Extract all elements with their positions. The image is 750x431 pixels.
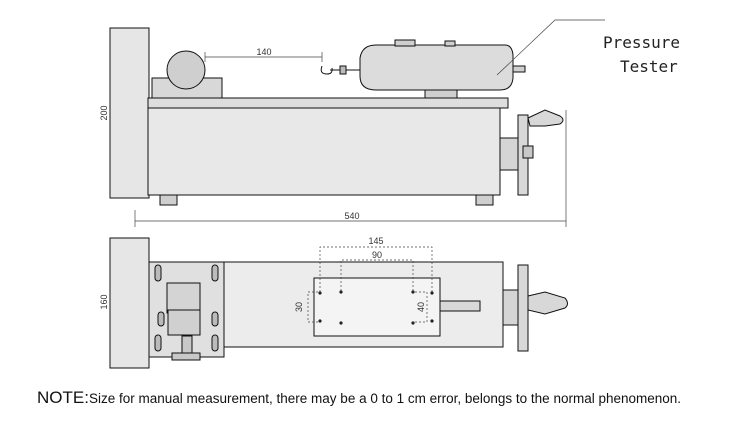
note-text: Size for manual measurement, there may b… <box>88 391 682 406</box>
top-clamp-screw <box>181 335 193 355</box>
side-ball-grip <box>166 50 206 90</box>
callout-leader <box>496 19 605 76</box>
dim-40: 40 <box>416 302 426 312</box>
side-tester-top-knob <box>394 39 416 47</box>
side-shaft-collar <box>339 65 347 75</box>
side-wheel-knob <box>522 145 534 159</box>
side-base-body <box>147 101 501 196</box>
side-tester-body <box>359 44 514 91</box>
side-base-top <box>147 97 509 109</box>
dim-30: 30 <box>294 302 304 312</box>
mount-holes <box>318 290 434 325</box>
side-tester-stand <box>424 89 458 99</box>
side-wheel-handle <box>527 109 564 127</box>
side-foot-left <box>159 194 178 206</box>
top-view <box>109 237 568 369</box>
top-wheel-hub <box>502 289 519 326</box>
side-tester-connector <box>512 65 526 73</box>
note: NOTE:Size for manual measurement, there … <box>37 388 681 408</box>
top-wheel-handle <box>527 291 568 315</box>
dim-200: 200 <box>99 105 109 120</box>
dim-160: 160 <box>99 294 109 309</box>
side-foot-right <box>475 194 494 206</box>
side-wheel-hub <box>499 137 519 171</box>
callout-line-1: Pressure <box>603 33 680 52</box>
callout-line-2: Tester <box>620 57 678 76</box>
top-dimensions <box>307 246 433 323</box>
top-clamp-jaw <box>167 309 201 336</box>
top-clamp-block <box>166 282 201 314</box>
side-view <box>109 27 564 206</box>
top-wheel-disc <box>517 264 529 352</box>
top-mount-plate <box>313 277 441 337</box>
dim-140: 140 <box>256 47 271 57</box>
dim-145: 145 <box>368 236 383 246</box>
dim-90: 90 <box>372 250 382 260</box>
note-prefix: NOTE: <box>37 388 89 407</box>
top-clamp-knob <box>171 352 201 361</box>
side-dimensions <box>134 19 605 227</box>
top-shaft <box>439 300 481 312</box>
side-hook <box>320 65 333 75</box>
dim-540: 540 <box>344 211 359 221</box>
side-left-plate <box>109 27 150 199</box>
side-tester-top-knob-2 <box>444 40 456 47</box>
top-left-plate <box>109 237 150 369</box>
